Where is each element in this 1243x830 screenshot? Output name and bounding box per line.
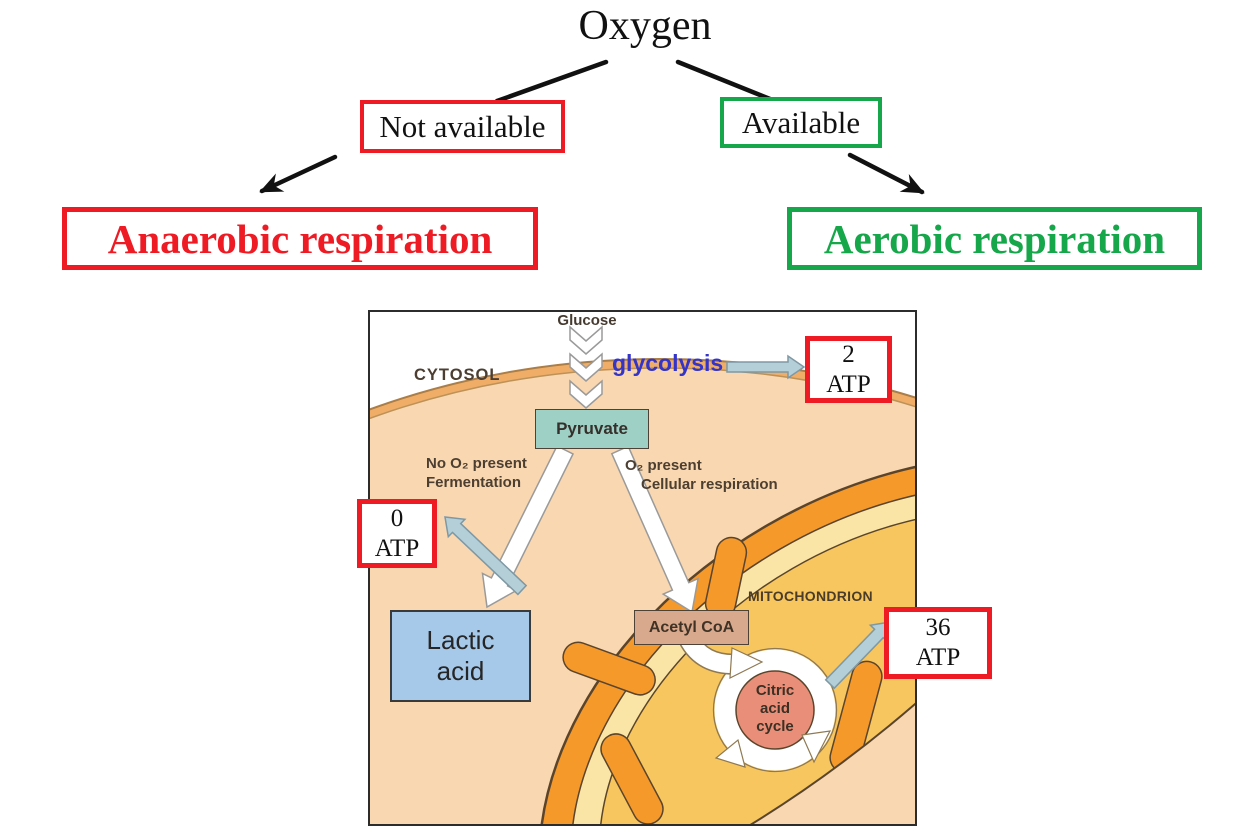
pyruvate-box: Pyruvate [535,409,649,449]
arrow-pyruvate-to-acetyl [610,445,699,614]
respiration-path-label: O₂ present Cellular respiration [625,456,778,494]
atp-aerobic-value: 36 [925,614,951,641]
glucose-label: Glucose [557,312,617,329]
atp-glycolysis-value: 2 [842,340,855,368]
condition-not-available-label: Not available [379,108,546,144]
condition-available: Available [720,97,882,148]
citric-ring-arrowhead-right [801,730,832,764]
line-oxygen-to-notavailable [494,59,609,104]
arrow-fermentation-atp [444,516,528,596]
crista-left [562,641,656,696]
line-oxygen-to-available [675,59,773,102]
citric-ring [714,649,836,771]
atp-glycolysis-unit: ATP [826,370,871,398]
page-title: Oxygen [578,3,712,49]
aerobic-respiration-box: Aerobic respiration [787,207,1202,270]
atp-fermentation-value: 0 [390,504,404,532]
citric-ring-outline [712,647,838,773]
no-o2-present-label: No O₂ present [426,455,527,472]
glycolysis-chevron-arrows [569,325,603,409]
atp-fermentation-box: 0 ATP [357,499,437,568]
citric-acid-cycle-label: Citric acid cycle [735,682,815,736]
pyruvate-label: Pyruvate [556,419,628,438]
atp-glycolysis-box: 2 ATP [805,336,892,403]
lactic-acid-line1: Lactic [426,625,495,655]
citric-acid-cycle-circle [735,670,815,750]
cell-respiration-diagram: Glucose CYTOSOL glycolysis Pyruvate No O… [368,310,917,826]
acetyl-entry-arrowhead [729,647,764,680]
mitochondrion-label: MITOCHONDRION [748,588,873,604]
aerobic-respiration-label: Aerobic respiration [823,215,1166,262]
condition-not-available: Not available [360,100,565,153]
atp-fermentation-unit: ATP [374,534,420,562]
crista-bottom [600,733,664,824]
atp-arrows [444,354,891,690]
arrow-glycolysis-atp [726,354,806,380]
atp-aerobic-box: 36 ATP [884,607,992,679]
lactic-acid-line2: acid [436,656,485,686]
arrow-to-anaerobic [259,154,338,194]
arrow-to-aerobic [847,152,925,195]
atp-aerobic-unit: ATP [915,644,961,671]
glycolysis-label: glycolysis [612,350,724,376]
cytosol-corner [749,702,915,824]
fermentation-label: Fermentation [426,474,522,491]
acetyl-coa-label: Acetyl CoA [648,618,735,636]
o2-present-label: O₂ present [625,457,702,474]
citric-line2: acid [759,700,790,717]
condition-available-label: Available [741,104,861,140]
anaerobic-respiration-box: Anaerobic respiration [62,207,538,270]
citric-ring-arrowhead-left [714,738,746,768]
lactic-acid-box: Lactic acid [390,610,531,702]
acetyl-coa-box: Acetyl CoA [634,610,749,645]
cellular-respiration-label: Cellular respiration [641,476,778,493]
arrow-aerobic-atp [824,621,891,690]
citric-line1: Citric [755,682,795,699]
citric-line3: cycle [756,718,794,735]
cytosol-label: CYTOSOL [414,366,501,384]
anaerobic-respiration-label: Anaerobic respiration [107,215,493,262]
fermentation-path-label: No O₂ present Fermentation [426,454,527,492]
